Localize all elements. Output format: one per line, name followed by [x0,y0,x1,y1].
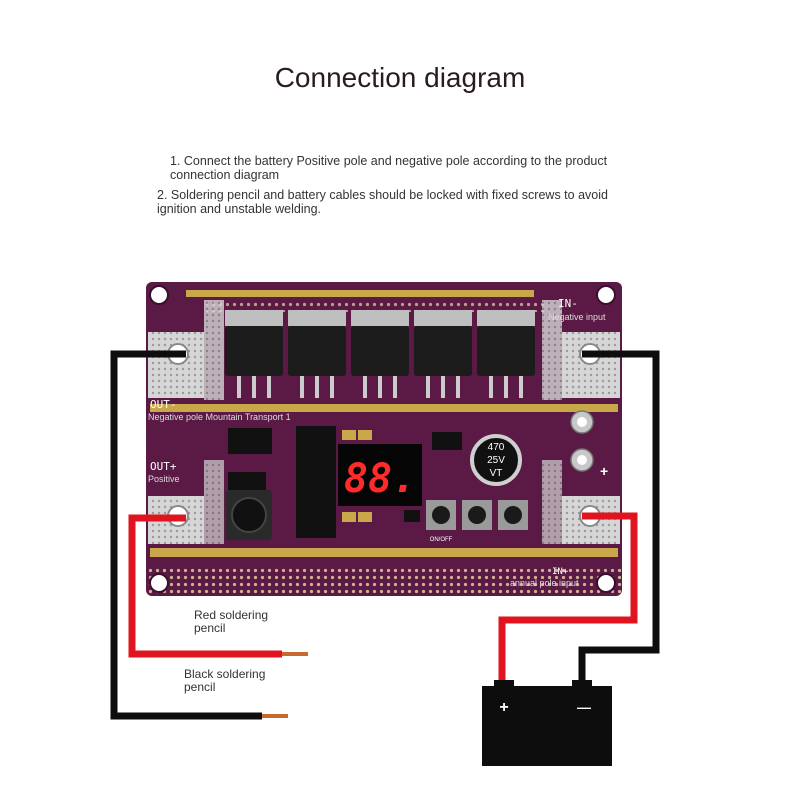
black-pencil-label-1: Black soldering [184,667,265,681]
label-out-neg-sub: Negative pole Mountain Transport 1 [148,412,291,422]
mosfet [477,310,535,398]
battery: + — [482,680,612,766]
display-digits: 88. [344,456,416,502]
label-in-neg-sub: Negative input [548,312,606,322]
bus-bar-top [186,290,534,297]
mosfet [414,310,472,398]
bus-bar-bottom [150,548,618,557]
regulator-chip [228,428,272,454]
label-in-pos-sub: annual pole input [510,578,579,588]
mount-hole-bl [149,573,169,593]
mosfet [288,310,346,398]
mosfet-row [225,310,535,398]
page-title: Connection diagram [274,62,526,93]
battery-negative-mark: — [577,699,591,715]
capacitor [470,434,522,486]
mosfet [225,310,283,398]
pad-out-neg [148,332,204,398]
control-area: 88. 470 25V VT ON/OFF + [226,426,608,543]
label-out-neg: OUT- [150,398,177,411]
capacitor-label-2: 25V [487,455,505,466]
capacitor-label-3: VT [490,468,503,479]
button-onoff[interactable] [426,500,456,530]
black-pencil-wire [110,350,262,720]
black-pencil-label-2: pencil [184,680,215,694]
mount-hole-br [596,573,616,593]
capacitor-label-1: 470 [488,442,505,453]
instruction-1: 1. Connect the battery Positive pole and… [170,154,608,182]
red-pencil-label-2: pencil [194,621,225,635]
red-pencil-label-1: Red soldering [194,608,268,622]
button-onoff-label: ON/OFF [430,537,453,543]
instruction-2: 2. Soldering pencil and battery cables s… [157,188,608,216]
mosfet [351,310,409,398]
seven-segment-display [338,444,422,506]
label-in-pos: IN+ [552,567,569,577]
label-out-pos-sub: Positive [148,474,180,484]
mount-hole-tr [596,285,616,305]
battery-positive-wire [498,512,638,690]
pad-in-neg [562,332,620,398]
label-out-pos: OUT+ [150,460,177,473]
battery-negative-wire [578,350,660,690]
microcontroller-chip [296,426,336,538]
button-minus[interactable] [462,500,492,530]
label-in-neg: IN- [558,297,578,310]
plus-mark: + [600,463,608,479]
mount-hole-tl [149,285,169,305]
red-pencil-wire [128,514,282,658]
button-plus[interactable] [498,500,528,530]
battery-positive-mark: + [499,699,508,716]
bus-bar-middle [150,404,618,412]
